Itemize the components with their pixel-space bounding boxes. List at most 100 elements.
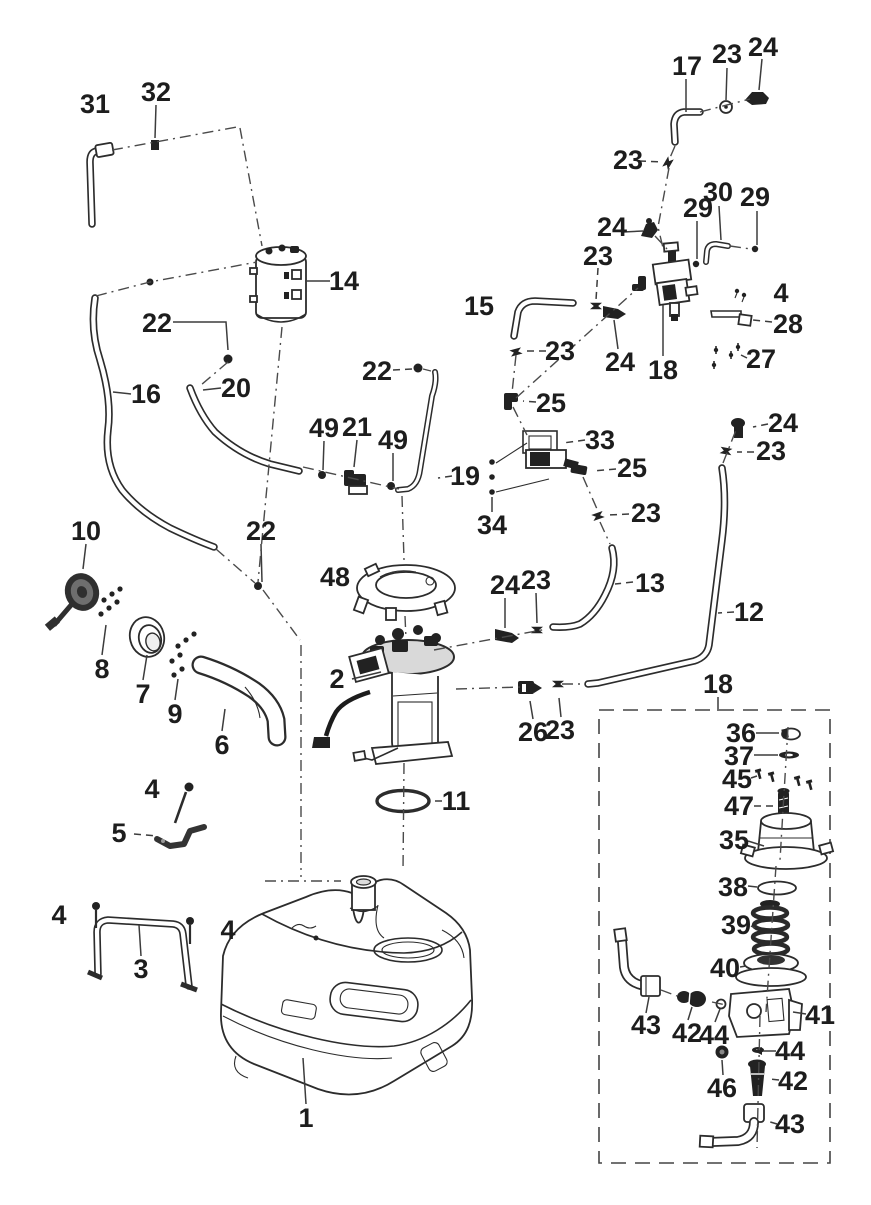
- leader-line-45: [133, 833, 158, 837]
- leader-line-59: [721, 1059, 724, 1076]
- callout-9-44: 9: [167, 699, 182, 729]
- screw-34-set: [489, 459, 495, 495]
- leader-line-6: [173, 321, 229, 351]
- callout-27-17: 27: [746, 344, 776, 374]
- callout-7-43: 7: [135, 679, 150, 709]
- leader-line-25: [562, 439, 586, 444]
- leader-line-78: [699, 98, 751, 113]
- callout-32-1: 32: [141, 77, 171, 107]
- part-33-valve-bracket: [495, 430, 579, 493]
- leader-line-13: [752, 319, 773, 323]
- leader-line-21: [353, 439, 358, 468]
- part-5-bracket: [154, 824, 207, 849]
- leader-line-24: [522, 400, 537, 403]
- callout-21-26: 21: [342, 412, 372, 442]
- leader-line-40: [221, 708, 226, 732]
- callout-22-22: 22: [362, 356, 392, 386]
- leader-line-23: [437, 475, 453, 479]
- leader-line-88: [455, 686, 522, 690]
- leader-line-38: [142, 654, 148, 681]
- screw-4-pair: [734, 288, 747, 303]
- leader-line-29: [752, 423, 769, 428]
- callout-11-49: 11: [442, 786, 471, 816]
- part-6-filler-hose: [191, 655, 287, 747]
- leader-line-35: [535, 592, 538, 624]
- inset-detail-box: [598, 709, 831, 1164]
- leader-line-84: [582, 476, 598, 510]
- leader-line-96: [660, 989, 678, 997]
- part-32-clip: [151, 140, 159, 150]
- leader-line-8: [595, 267, 599, 301]
- callout-28-16: 28: [773, 309, 803, 339]
- callout-17-2: 17: [672, 51, 702, 81]
- part-21-check-valve: [344, 470, 368, 495]
- leader-line-55: [792, 1011, 807, 1015]
- callout-43-63: 43: [631, 1010, 661, 1040]
- leader-line-65: [111, 126, 238, 151]
- screw-27-set: [711, 343, 741, 369]
- callout-29-12: 29: [740, 182, 770, 212]
- callout-29-10: 29: [683, 193, 713, 223]
- callout-44-65: 44: [699, 1020, 729, 1050]
- callout-46-68: 46: [707, 1073, 737, 1103]
- leader-line-85: [599, 521, 611, 545]
- callout-26-46: 26: [518, 717, 548, 747]
- callout-15-13: 15: [464, 291, 494, 321]
- part-42-fitting-left: [677, 991, 706, 1007]
- part-37-washer: [779, 751, 799, 759]
- leader-line-80: [729, 245, 752, 250]
- part-14-carbon-canister: [249, 244, 307, 323]
- callout-23-33: 23: [756, 436, 786, 466]
- callout-48-36: 48: [320, 562, 350, 592]
- callout-34-30: 34: [477, 510, 507, 540]
- callout-36-52: 36: [726, 718, 756, 748]
- leader-line-56: [645, 996, 650, 1014]
- leader-line-70: [215, 548, 256, 584]
- leader-line-26: [592, 468, 617, 472]
- leader-line-97: [711, 1001, 727, 1006]
- leader-line-41: [529, 700, 534, 720]
- callout-24-8: 24: [597, 212, 627, 242]
- callout-39-58: 39: [721, 910, 751, 940]
- leader-line-62: [138, 924, 142, 957]
- callout-31-0: 31: [80, 89, 110, 119]
- leader-line-4: [638, 160, 664, 163]
- leader-line-74: [422, 368, 432, 372]
- leader-line-37: [101, 624, 107, 656]
- callout-23-9: 23: [583, 241, 613, 271]
- callout-42-64: 42: [672, 1018, 702, 1048]
- callout-19-28: 19: [450, 461, 480, 491]
- leader-line-39: [174, 678, 179, 701]
- part-1-fuel-tank: [220, 875, 473, 1096]
- callout-23-40: 23: [521, 565, 551, 595]
- leader-line-92: [402, 762, 405, 872]
- part-46-nut: [715, 1045, 729, 1059]
- leader-line-60: [768, 1078, 780, 1081]
- leader-line-91: [404, 615, 407, 640]
- leader-line-15: [613, 319, 619, 350]
- leader-line-90: [401, 495, 405, 561]
- leader-line-51: [747, 840, 765, 847]
- leader-line-2: [725, 67, 728, 101]
- leader-line-68: [200, 361, 229, 386]
- part-13-fuel-hose: [549, 544, 618, 631]
- leader-line-67: [95, 261, 258, 297]
- callout-44-67: 44: [775, 1036, 805, 1066]
- part-36-clip: [781, 727, 801, 741]
- part-38-gasket: [757, 880, 797, 896]
- leader-line-14: [740, 354, 748, 359]
- bolt-4-strap-left: [92, 902, 100, 928]
- leader-line-63: [302, 1057, 307, 1105]
- leader-44-arrowhead: [754, 1047, 762, 1055]
- part-30-vent-pipe: [703, 241, 731, 265]
- part-3-tank-strap: [87, 916, 198, 993]
- callout-4-62: 4: [220, 915, 235, 945]
- callout-38-57: 38: [718, 872, 748, 902]
- callout-25-23: 25: [536, 388, 566, 418]
- leader-line-18: [202, 387, 222, 391]
- callout-41-66: 41: [805, 1000, 835, 1030]
- callout-4-50: 4: [144, 774, 159, 804]
- callout-25-29: 25: [617, 453, 647, 483]
- part-7-filler-flange: [128, 616, 166, 658]
- callout-22-35: 22: [246, 516, 276, 546]
